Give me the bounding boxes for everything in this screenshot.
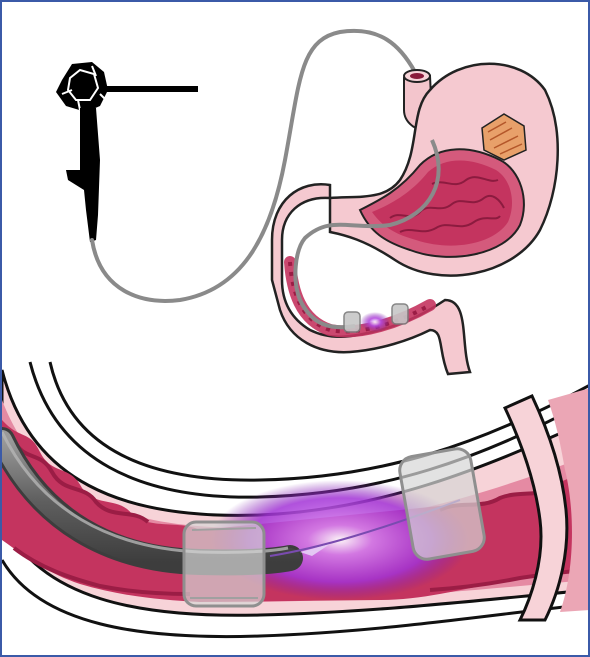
endoscope-handle-icon bbox=[56, 62, 198, 242]
stomach-icon bbox=[272, 64, 558, 374]
intestine-icon bbox=[2, 362, 590, 637]
balloon-icon bbox=[184, 522, 264, 606]
endoscope-tube bbox=[92, 31, 415, 301]
